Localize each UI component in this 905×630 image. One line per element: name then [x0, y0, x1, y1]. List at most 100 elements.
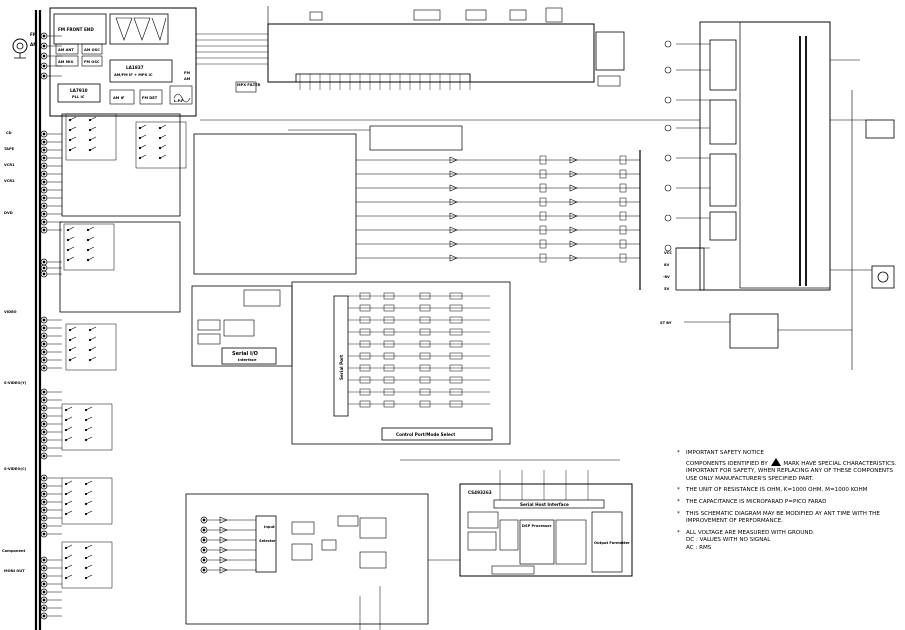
dvd-jack-label: DVD [4, 211, 13, 215]
note-2-line-3: IMPORTANT FOR SAFETY, WHEN REPLACING ANY… [686, 468, 894, 475]
small-block [359, 292, 371, 300]
input-selector-label: Input [264, 525, 275, 529]
jack-pin [42, 204, 46, 208]
note-6: * ALL VOLTAGE ARE MEASURED WITH GROUND. … [677, 530, 899, 553]
serial-io-label: Serial I/O [232, 351, 258, 357]
small-block [383, 376, 395, 384]
vcr1-jack-label: VCR1 [4, 163, 15, 167]
switch-node [64, 566, 68, 570]
small-block [619, 197, 627, 207]
fm-front-end-label: FM FRONT END [58, 27, 94, 32]
vcr2-jack-label: VCR2 [4, 179, 15, 183]
jack-pin [202, 538, 206, 542]
jack-pin [42, 500, 46, 504]
jack-pin [42, 414, 46, 418]
small-block [61, 541, 113, 589]
switch-node [68, 348, 72, 352]
switch-node [84, 566, 88, 570]
amplifier [449, 240, 458, 248]
amplifier [219, 526, 228, 534]
small-block [619, 183, 627, 193]
note-4-bullet: * [677, 498, 680, 505]
switch-node [68, 128, 72, 132]
jack-pin [42, 156, 46, 160]
jack-connector [200, 556, 208, 564]
jack-pin [202, 518, 206, 522]
la1837-sub-label: AM/FM IF + MPX IC [114, 73, 153, 77]
switch-node [88, 138, 92, 142]
switch-node [86, 228, 90, 232]
jack-connector [200, 536, 208, 544]
switch-node [138, 156, 142, 160]
fm-osc-label: FM OSC [84, 60, 100, 64]
jack-pin [42, 516, 46, 520]
switch-node [88, 358, 92, 362]
small-block [383, 388, 395, 396]
note-6-line-3: AC : RMS [686, 544, 712, 551]
jack-pin [42, 326, 46, 330]
power-terminal [664, 96, 672, 104]
jack-pin [42, 140, 46, 144]
switch-node [88, 118, 92, 122]
small-block [383, 400, 395, 408]
small-block [449, 388, 463, 396]
switch-node [64, 556, 68, 560]
amplifier [449, 198, 458, 206]
jack-pin [42, 398, 46, 402]
small-block [359, 340, 371, 348]
jack-pin [42, 476, 46, 480]
switch-node [84, 492, 88, 496]
cs493263-label: CS493263 [468, 490, 492, 495]
switch-node [158, 126, 162, 130]
small-block [449, 376, 463, 384]
jack-pin [42, 272, 46, 276]
jack-pin [42, 350, 46, 354]
jack-pin [202, 548, 206, 552]
switch-node [64, 428, 68, 432]
small-block [383, 352, 395, 360]
small-block [449, 316, 463, 324]
jack-connector [200, 566, 208, 574]
switch-node [84, 408, 88, 412]
small-block [619, 169, 627, 179]
control-port-label: Control Port/Mode Select [396, 432, 455, 437]
switch-node [64, 512, 68, 516]
small-block [619, 253, 627, 263]
small-block [619, 225, 627, 235]
video-group-label: VIDEO [4, 310, 17, 314]
am-mix-label: AM MIX [58, 60, 74, 64]
serial-host-label: Serial Host Interface [520, 502, 569, 507]
switch-node [64, 438, 68, 442]
small-block [383, 292, 395, 300]
small-block [359, 328, 371, 336]
note-3-bullet: * [677, 487, 680, 494]
switch-node [68, 328, 72, 332]
note-6-line-1: ALL VOLTAGE ARE MEASURED WITH GROUND. [686, 529, 815, 536]
note-2-line-composite: COMPONENTS IDENTIFIED BY MARK HAVE SPECI… [686, 457, 899, 469]
jack-pin [42, 132, 46, 136]
switch-node [64, 576, 68, 580]
power-terminal [664, 66, 672, 74]
input-selector-section [59, 113, 463, 313]
small-block [419, 352, 431, 360]
small-block [419, 376, 431, 384]
switch-node [68, 338, 72, 342]
jack-pin [42, 196, 46, 200]
jack-pin [42, 606, 46, 610]
jack-pin [42, 508, 46, 512]
tape-jack-label: TAPE [4, 147, 15, 151]
power-supply-section: 8V -8V 5V VCC ST BY [660, 21, 895, 349]
schematic-notes: * IMPORTANT SAFETY NOTICE COMPONENTS IDE… [677, 450, 899, 557]
warning-triangle-icon [770, 457, 781, 466]
power-5v-label: 5V [664, 287, 670, 291]
small-block [419, 328, 431, 336]
component-layer [40, 32, 672, 620]
am-ant-label: AM ANT [58, 48, 74, 52]
switch-node [64, 546, 68, 550]
note-2-line-4: USE ONLY MANUFACTURER'S SPECIFIED PART. [686, 475, 814, 482]
jack-pin [42, 34, 46, 38]
jack-pin [202, 558, 206, 562]
amplifier [449, 226, 458, 234]
small-block [539, 225, 547, 235]
